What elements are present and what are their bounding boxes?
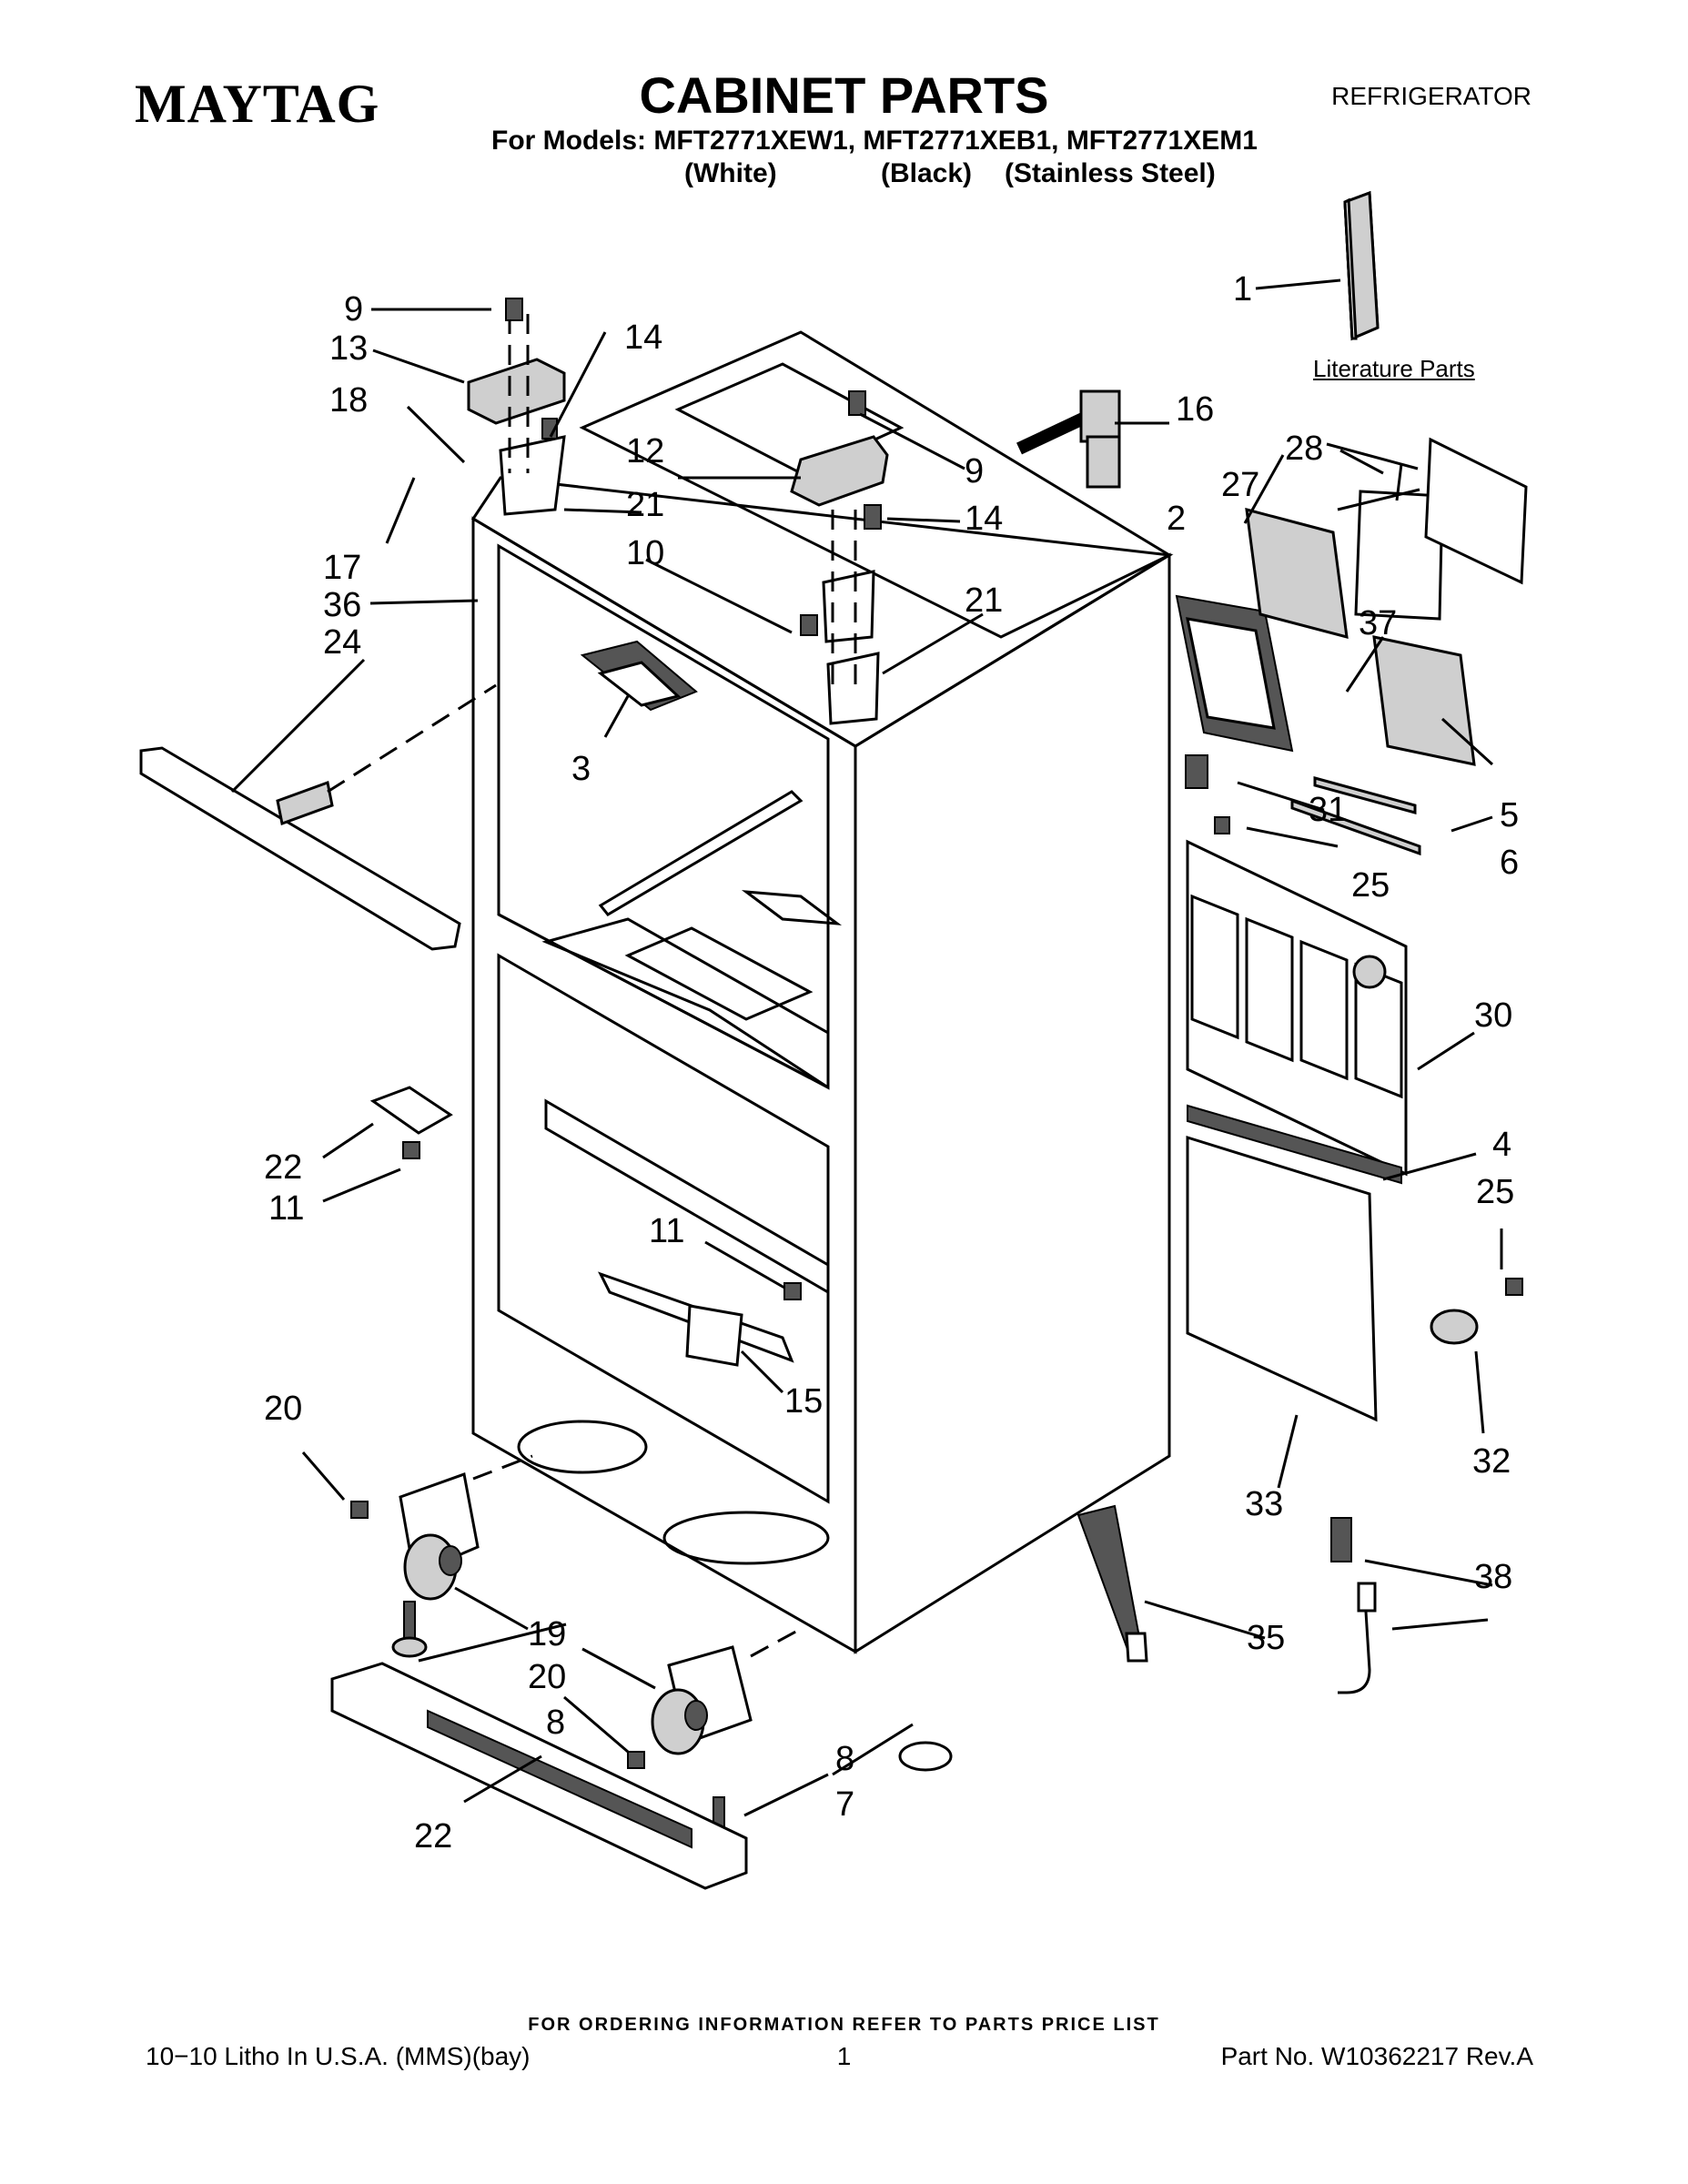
- callout-16: 16: [1176, 390, 1214, 429]
- page-number: 1: [836, 2042, 852, 2070]
- variant-white: (White): [684, 158, 777, 188]
- callout-21a: 21: [626, 486, 664, 524]
- callout-11a: 11: [268, 1189, 304, 1228]
- door-stop-right: [685, 1304, 743, 1367]
- callout-14a: 14: [624, 318, 662, 357]
- callout-27: 27: [1221, 466, 1259, 504]
- board-cover: [1354, 490, 1444, 621]
- roller-left: [399, 1471, 480, 1601]
- callout-5: 5: [1500, 796, 1519, 834]
- callout-37: 38: [1474, 1558, 1512, 1596]
- callout-15: 15: [784, 1382, 823, 1421]
- callout-8a: 8: [546, 1704, 565, 1742]
- control-board-lower: [1372, 635, 1476, 766]
- callout-25b: 25: [1476, 1173, 1514, 1211]
- callout-20b: 20: [528, 1658, 566, 1696]
- rail-light: [580, 640, 698, 712]
- brand-logo: MAYTAG: [135, 74, 380, 134]
- top-hinge-right: [790, 435, 889, 725]
- callout-9b: 9: [965, 452, 984, 490]
- tube-clamp: [1430, 1309, 1479, 1345]
- callout-34: 37: [1359, 604, 1397, 642]
- callout-20a: 20: [264, 1390, 302, 1428]
- variant-black: (Black): [881, 158, 973, 188]
- callout-18: 18: [329, 381, 368, 420]
- callout-35: 35: [1247, 1619, 1285, 1657]
- control-housing: [1175, 594, 1294, 753]
- callout-7: 7: [835, 1785, 854, 1824]
- callout-1: 1: [1233, 270, 1252, 308]
- callout-8b: 8: [835, 1740, 854, 1778]
- litho-info: 10−10 Litho In U.S.A. (MMS)(bay): [146, 2042, 531, 2070]
- callout-4: 4: [1492, 1126, 1511, 1164]
- callout-26: 24: [323, 623, 361, 662]
- access-panel: [1424, 437, 1528, 585]
- rear-access-cover: [1186, 839, 1408, 1177]
- callout-24: 22: [264, 1148, 302, 1187]
- part-number: Part No. W10362217 Rev.A: [1220, 2042, 1533, 2070]
- callout-30: 30: [1474, 996, 1512, 1035]
- variant-stainless: (Stainless Steel): [1005, 158, 1216, 188]
- refrigerator-cabinet: [470, 330, 1174, 1654]
- control-board-upper: [1245, 507, 1349, 640]
- callout-14b: 14: [965, 500, 1003, 538]
- top-hinge-left: [467, 314, 566, 516]
- cover-seal: [1187, 1104, 1402, 1185]
- callout-22: 22: [414, 1817, 452, 1855]
- callout-6: 6: [1500, 844, 1519, 882]
- page-title: CABINET PARTS: [639, 66, 1049, 124]
- callout-28: 28: [1285, 430, 1323, 468]
- callout-3: 3: [571, 750, 591, 788]
- thermistor: [1338, 1582, 1377, 1694]
- callout-12: 12: [626, 432, 664, 470]
- board-rails: [1290, 776, 1421, 856]
- model-list: For Models: MFT2771XEW1, MFT2771XEB1, MF…: [491, 126, 1258, 156]
- wire-clip: [1185, 754, 1208, 789]
- insulation-panel: [1186, 1135, 1378, 1422]
- callout-labels: 9 13 18 17 36 24 14 12 21 10 9 14 21 3 1…: [264, 270, 1519, 1855]
- thermistor-clip: [1330, 1517, 1352, 1562]
- water-valve: [1016, 389, 1121, 489]
- callout-33: 33: [1245, 1485, 1283, 1523]
- callout-2: 2: [1167, 500, 1186, 538]
- callout-25a: 25: [1351, 866, 1390, 905]
- callout-11b: 11: [649, 1212, 684, 1250]
- wrench-tool: [1076, 1504, 1148, 1663]
- callout-9: 9: [344, 290, 363, 329]
- product-category: REFRIGERATOR: [1331, 82, 1531, 110]
- callout-32: 32: [1472, 1442, 1511, 1481]
- roller-right: [651, 1645, 753, 1755]
- callout-31: 31: [1309, 791, 1347, 829]
- callout-10: 10: [626, 534, 664, 572]
- toe-grille: [330, 1662, 748, 1890]
- ordering-note: FOR ORDERING INFORMATION REFER TO PARTS …: [528, 2015, 1160, 2035]
- literature-book: [1343, 190, 1380, 341]
- callout-19: 19: [528, 1615, 566, 1653]
- callout-17: 17: [323, 549, 361, 587]
- door-stop-left: [369, 1086, 453, 1135]
- leg-cap: [898, 1741, 953, 1772]
- callout-13: 13: [329, 329, 368, 368]
- literature-parts-label: Literature Parts: [1313, 355, 1475, 382]
- leveling-leg-left: [391, 1601, 428, 1658]
- cabinet-cross-trim: [139, 683, 497, 951]
- leader-lines: [230, 278, 1503, 1817]
- callout-36: 36: [323, 586, 361, 624]
- callout-21b: 21: [965, 581, 1003, 620]
